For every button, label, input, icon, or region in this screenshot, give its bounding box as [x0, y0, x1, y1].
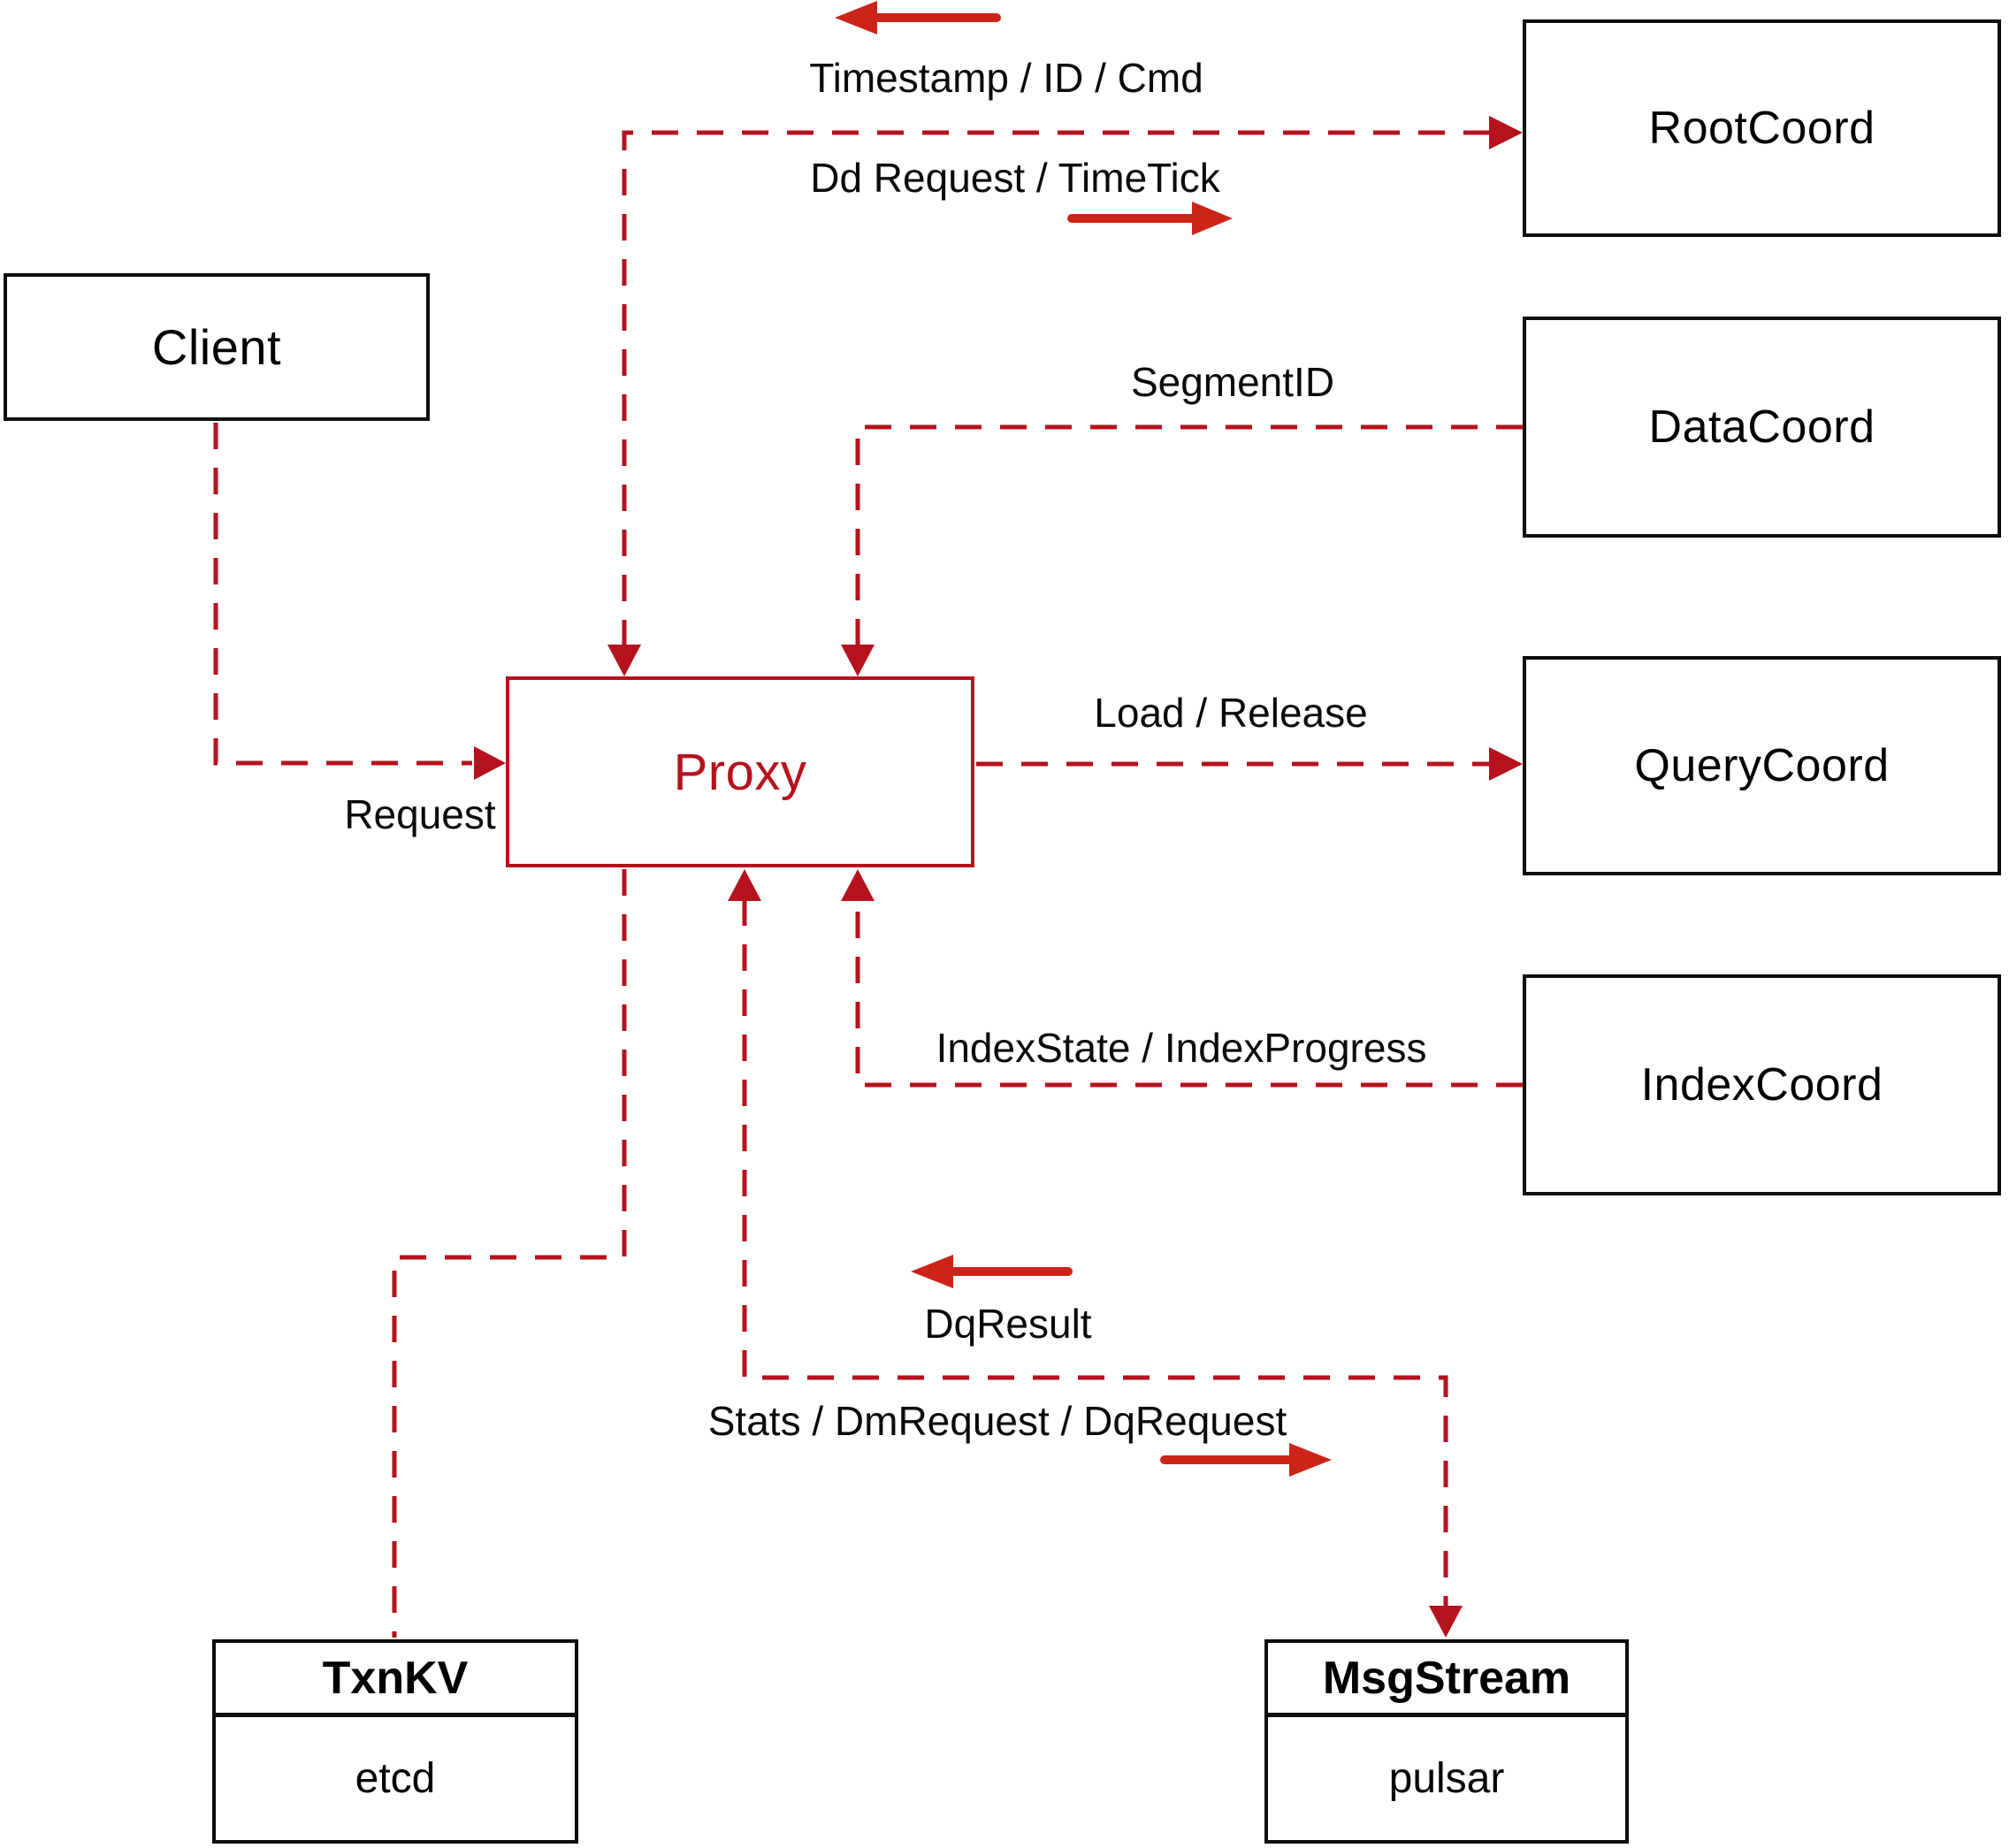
edge-label-load-release: Load / Release — [1094, 690, 1368, 736]
edge-proxy-msgstream — [742, 899, 1448, 1606]
node-proxy-label: Proxy — [673, 743, 807, 801]
arrowhead-into-rootcoord-icon — [1489, 116, 1523, 149]
arrowhead-into-proxy-top-left-icon — [607, 645, 641, 676]
direction-arrow-right-stats-icon — [1160, 1443, 1332, 1477]
edge-indexcoord-proxy — [855, 899, 1523, 1088]
node-client-label: Client — [151, 319, 282, 375]
node-msgstream-subtitle: pulsar — [1388, 1755, 1505, 1802]
node-msgstream-title: MsgStream — [1268, 1643, 1625, 1717]
arrowhead-into-proxy-top-right-icon — [841, 645, 875, 676]
node-indexcoord-label: IndexCoord — [1640, 1059, 1883, 1111]
node-txnkv-title: TxnKV — [216, 1643, 575, 1717]
arrowhead-into-proxy-bottom-left-icon — [728, 869, 761, 901]
edge-proxy-rootcoord — [622, 130, 1489, 646]
arrowhead-into-proxy-bottom-right-icon — [841, 869, 875, 901]
edge-client-proxy — [213, 423, 472, 766]
edge-label-dd-request-timetick: Dd Request / TimeTick — [810, 155, 1220, 201]
arrowhead-into-msgstream-icon — [1429, 1606, 1463, 1638]
node-proxy: Proxy — [506, 676, 974, 867]
arrowhead-into-querycoord-icon — [1489, 747, 1523, 781]
node-querycoord-label: QueryCoord — [1634, 740, 1890, 791]
direction-arrow-right-ddrequest-icon — [1067, 202, 1233, 235]
node-datacoord: DataCoord — [1523, 317, 2001, 538]
edge-proxy-txnkv — [392, 869, 627, 1638]
direction-arrow-left-dqresult-icon — [911, 1255, 1073, 1288]
edge-label-indexstate-indexprogress: IndexState / IndexProgress — [936, 1025, 1427, 1071]
edge-label-stats-dmrequest-dqrequest: Stats / DmRequest / DqRequest — [707, 1398, 1287, 1444]
node-msgstream: MsgStream pulsar — [1264, 1639, 1629, 1844]
node-txnkv-subtitle: etcd — [355, 1755, 436, 1802]
node-rootcoord: RootCoord — [1523, 19, 2001, 237]
node-indexcoord: IndexCoord — [1523, 974, 2001, 1195]
node-querycoord: QueryCoord — [1523, 656, 2001, 875]
node-txnkv: TxnKV etcd — [212, 1639, 578, 1844]
node-rootcoord-label: RootCoord — [1648, 103, 1875, 154]
node-datacoord-label: DataCoord — [1648, 401, 1875, 453]
edge-datacoord-proxy — [855, 424, 1523, 646]
edge-label-request: Request — [344, 791, 496, 837]
node-client: Client — [4, 273, 430, 421]
edge-label-dqresult: DqResult — [924, 1301, 1092, 1347]
edge-label-segmentid: SegmentID — [1130, 359, 1335, 405]
direction-arrow-left-timestamp-icon — [835, 1, 1001, 34]
arrowhead-into-proxy-left-icon — [474, 746, 506, 780]
edge-label-timestamp-id-cmd: Timestamp / ID / Cmd — [809, 55, 1203, 101]
